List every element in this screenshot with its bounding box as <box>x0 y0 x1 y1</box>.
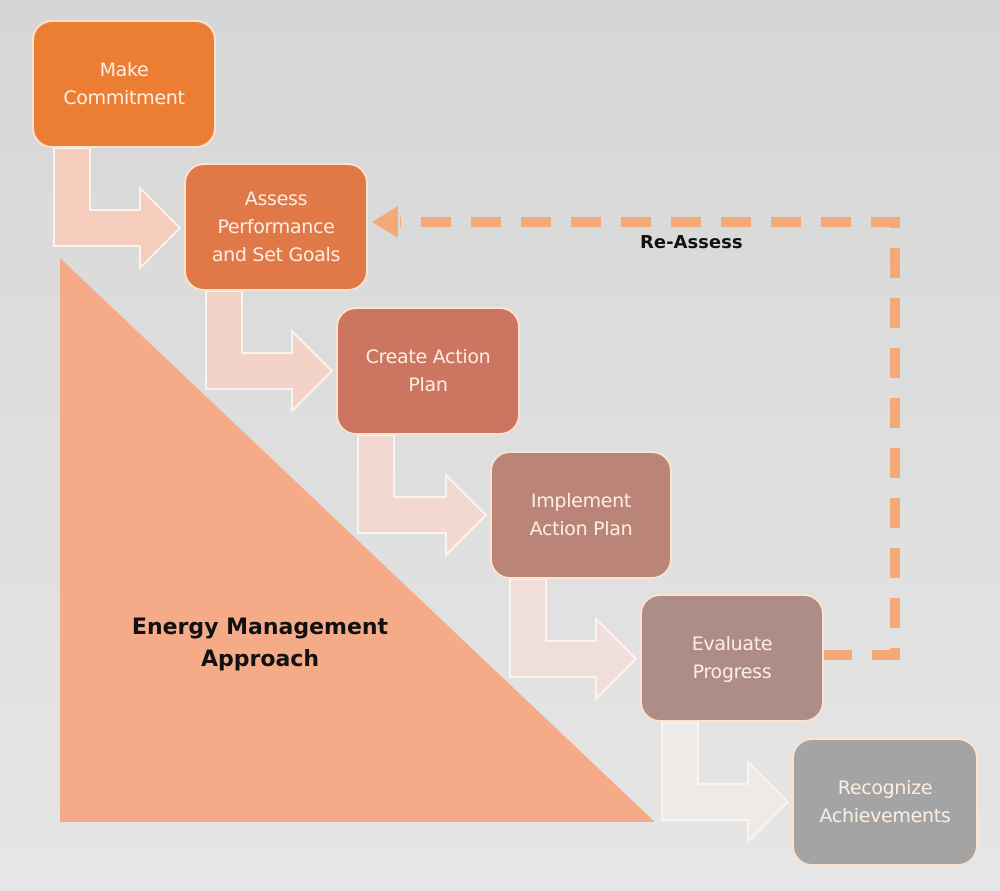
step-recognize-achievements[interactable]: Recognize Achievements <box>792 738 978 866</box>
reassess-label: Re-Assess <box>640 232 743 253</box>
reassess-loop-arrow <box>372 206 900 660</box>
flow-arrow-icon <box>661 721 790 845</box>
step-create-action-plan[interactable]: Create Action Plan <box>336 307 520 435</box>
reassess-arrowhead-icon <box>372 206 398 238</box>
flow-arrow-icon <box>205 290 334 414</box>
flow-arrow-icon <box>53 147 182 271</box>
step-make-commitment[interactable]: Make Commitment <box>32 20 216 148</box>
step-assess-performance[interactable]: Assess Performance and Set Goals <box>184 163 368 291</box>
step-evaluate-progress[interactable]: Evaluate Progress <box>640 594 824 722</box>
flow-arrow-icon <box>509 578 638 702</box>
approach-title: Energy Management Approach <box>131 615 389 672</box>
step-implement-action-plan[interactable]: Implement Action Plan <box>490 451 672 579</box>
flow-arrow-icon <box>357 434 488 558</box>
approach-triangle <box>60 258 655 822</box>
reassess-dashed-line <box>400 217 900 660</box>
